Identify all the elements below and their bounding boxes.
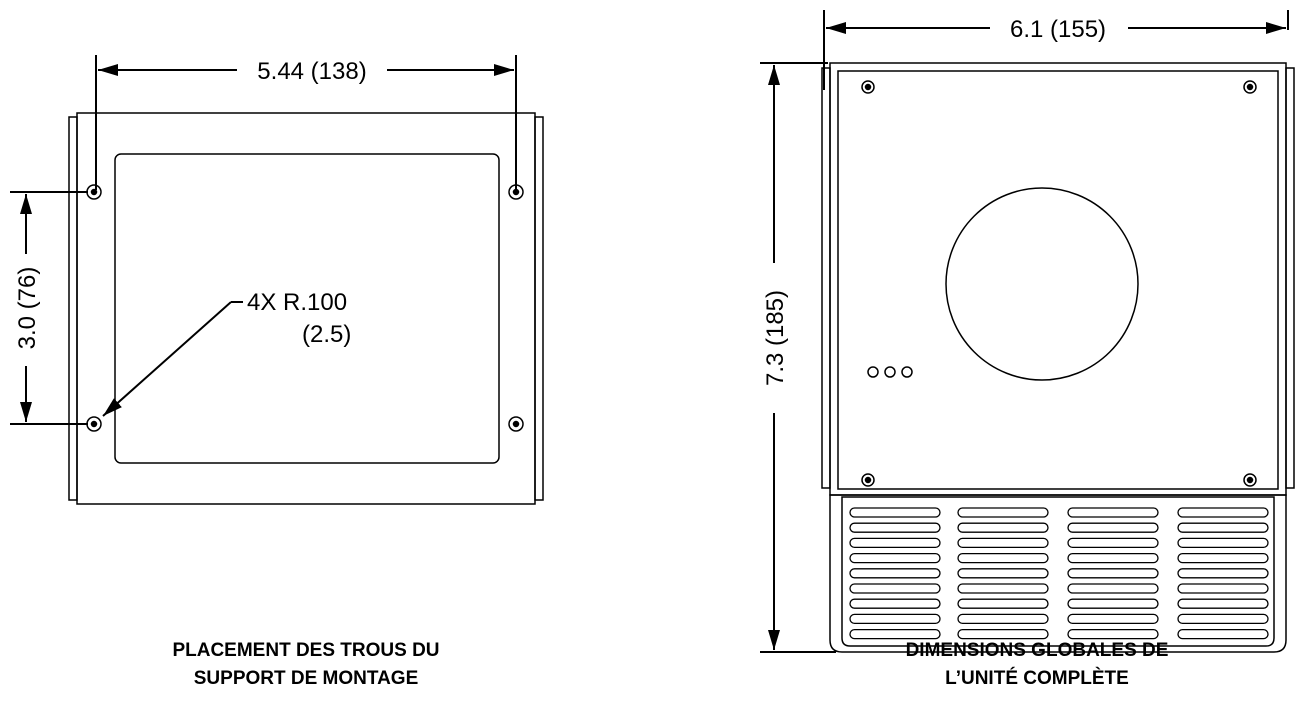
bracket-cutout [114, 153, 500, 464]
grille-slot [1067, 628, 1159, 640]
grille-slot [849, 583, 941, 594]
grille-slot [957, 583, 1049, 594]
grille-slot [1067, 613, 1159, 625]
grille-slot [957, 628, 1049, 640]
right-height-dimension [760, 62, 836, 653]
right-height-label: 7.3 (185) [762, 290, 789, 386]
right-caption-line2: L’UNITÉ COMPLÈTE [945, 667, 1129, 689]
grille-slot [849, 628, 941, 640]
grille-slot [1177, 507, 1269, 518]
unit-right-flange [1285, 67, 1295, 489]
grille-slot [1067, 583, 1159, 594]
grille-slot [957, 522, 1049, 533]
fan-opening [945, 187, 1139, 381]
unit-body [829, 62, 1287, 496]
grille-slot [849, 552, 941, 564]
grille-slot [957, 537, 1049, 549]
grille-slot [1177, 552, 1269, 564]
grille-slot [957, 598, 1049, 609]
grille-slot [1067, 507, 1159, 518]
bracket-right-flange [534, 116, 544, 501]
mounting-bracket [68, 112, 544, 505]
grille-slot [1067, 568, 1159, 579]
grille-slot [1067, 537, 1159, 549]
unit-screws [861, 80, 1257, 487]
grille-slot [1177, 522, 1269, 533]
radius-leader [102, 301, 243, 417]
left-height-label: 3.0 (76) [14, 267, 41, 350]
unit-left-flange [821, 67, 831, 489]
grille-slot [1177, 537, 1269, 549]
grille-slot [1177, 598, 1269, 609]
right-caption-line1: DIMENSIONS GLOBALES DE [906, 640, 1169, 661]
grille-slot [957, 568, 1049, 579]
radius-label-line1: 4X R.100 [247, 289, 347, 316]
indicator-lights [867, 366, 913, 378]
grille-slot [1177, 568, 1269, 579]
left-height-dimension [10, 191, 88, 425]
left-caption-line1: PLACEMENT DES TROUS DU [172, 640, 439, 661]
radius-label-line2: (2.5) [302, 321, 351, 348]
grille-slot [1067, 598, 1159, 609]
bracket-left-flange [68, 116, 78, 501]
complete-unit [821, 62, 1295, 653]
grille-slot [1067, 552, 1159, 564]
grille-slot [849, 598, 941, 609]
grille-slot [957, 613, 1049, 625]
unit-body-inner [837, 70, 1279, 490]
grille-slot [849, 568, 941, 579]
left-caption-line2: SUPPORT DE MONTAGE [194, 668, 419, 689]
grille-slot [1177, 583, 1269, 594]
grille-slot [1067, 522, 1159, 533]
grille-slot [957, 552, 1049, 564]
bracket-plate [76, 112, 536, 505]
grille-slot [1177, 613, 1269, 625]
grille-slot [849, 613, 941, 625]
grille-slot [849, 537, 941, 549]
right-width-dimension [823, 10, 1289, 90]
grille-housing [829, 494, 1287, 653]
left-width-label: 5.44 (138) [257, 58, 366, 85]
grille-slot [1177, 628, 1269, 640]
left-width-dimension [95, 55, 517, 190]
grille-slot [957, 507, 1049, 518]
grille-slots [849, 507, 1269, 640]
grille-slot [849, 522, 941, 533]
right-width-label: 6.1 (155) [1010, 16, 1106, 43]
grille-slot [849, 507, 941, 518]
grille-housing-inner [841, 496, 1275, 647]
